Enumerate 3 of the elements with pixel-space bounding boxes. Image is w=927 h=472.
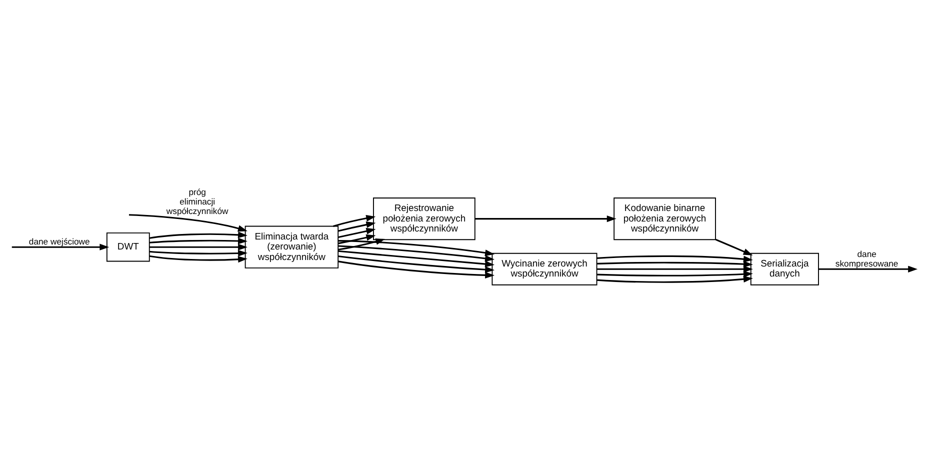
edge-label: dane wejściowe — [28, 236, 90, 246]
edge-label: dane skompresowane — [835, 248, 898, 268]
edge-label: próg eliminacji współczynników — [166, 186, 228, 216]
